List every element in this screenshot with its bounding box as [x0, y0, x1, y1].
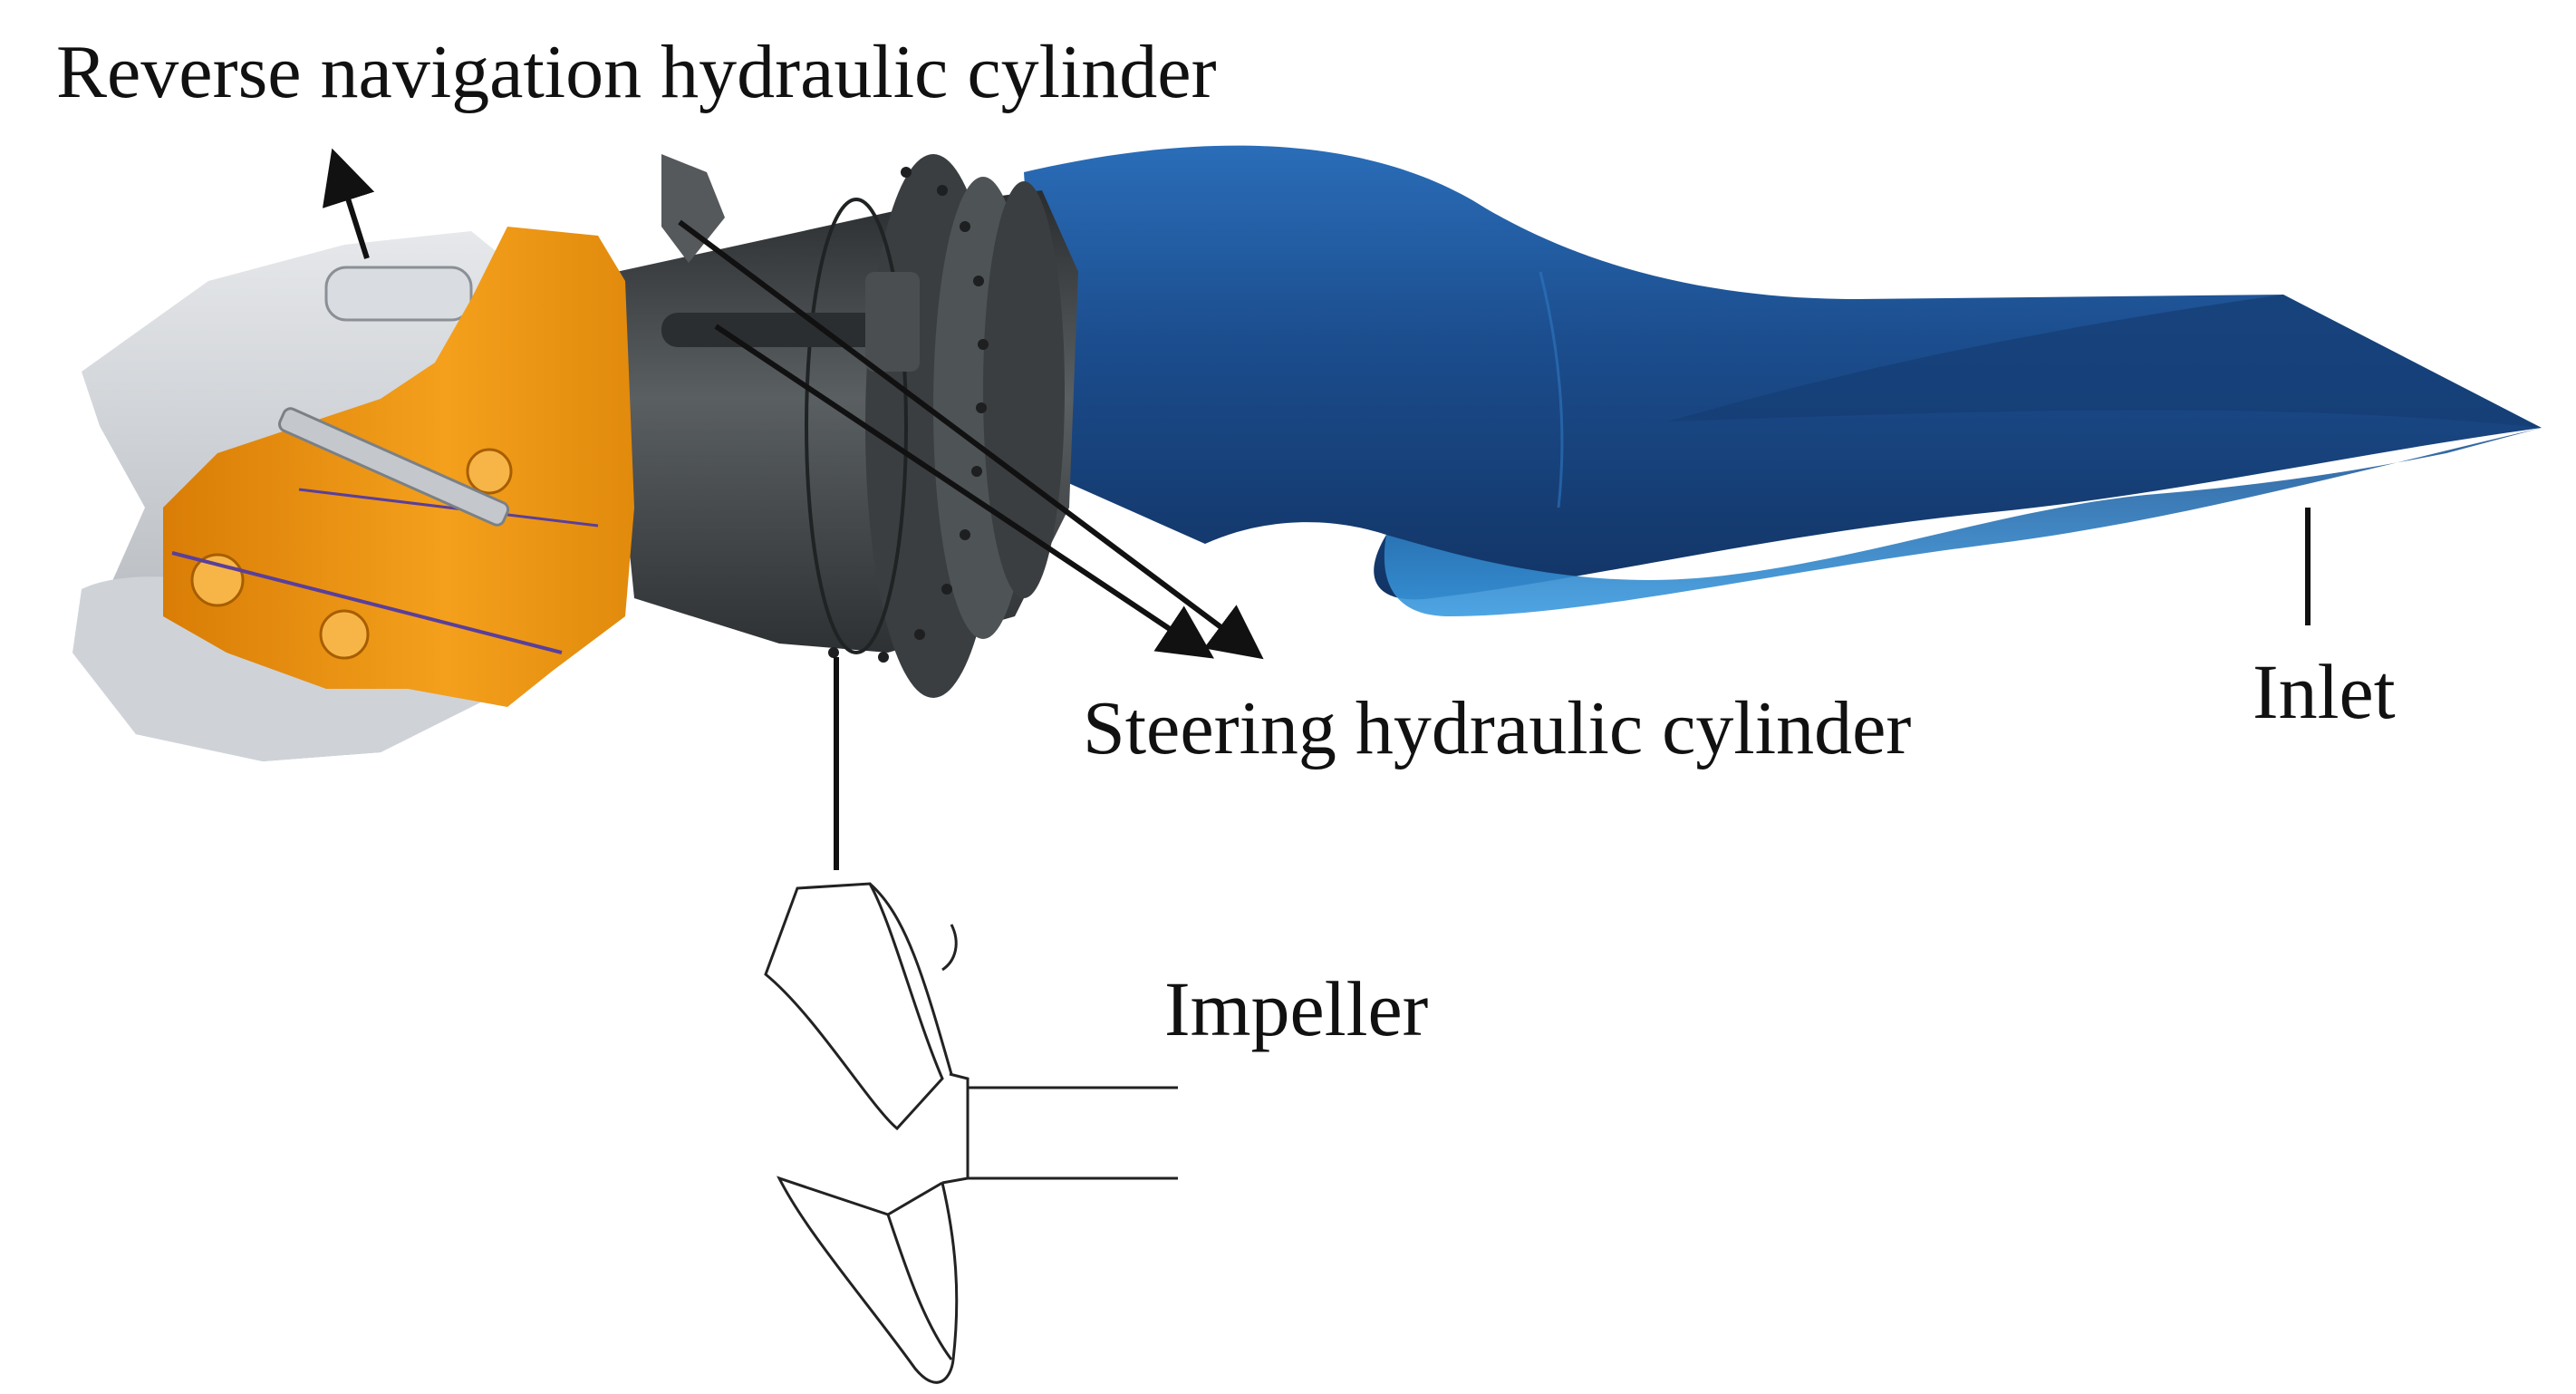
impeller-drawing [764, 882, 1178, 1384]
inlet-label: Inlet [2253, 648, 2396, 735]
reverse-cylinder-arrow [322, 148, 375, 259]
impeller-label: Impeller [1164, 965, 1429, 1052]
inlet-duct [1024, 145, 2542, 616]
leader-lines [322, 148, 2311, 870]
steering-cylinder-label: Steering hydraulic cylinder [1083, 686, 1912, 770]
steering-arrow-lower [714, 324, 1214, 659]
pump-body [616, 154, 1078, 698]
steering-arrow-upper [678, 219, 1264, 660]
reverse-bucket [163, 227, 634, 707]
reverse-cylinder-label: Reverse navigation hydraulic cylinder [56, 30, 1217, 114]
